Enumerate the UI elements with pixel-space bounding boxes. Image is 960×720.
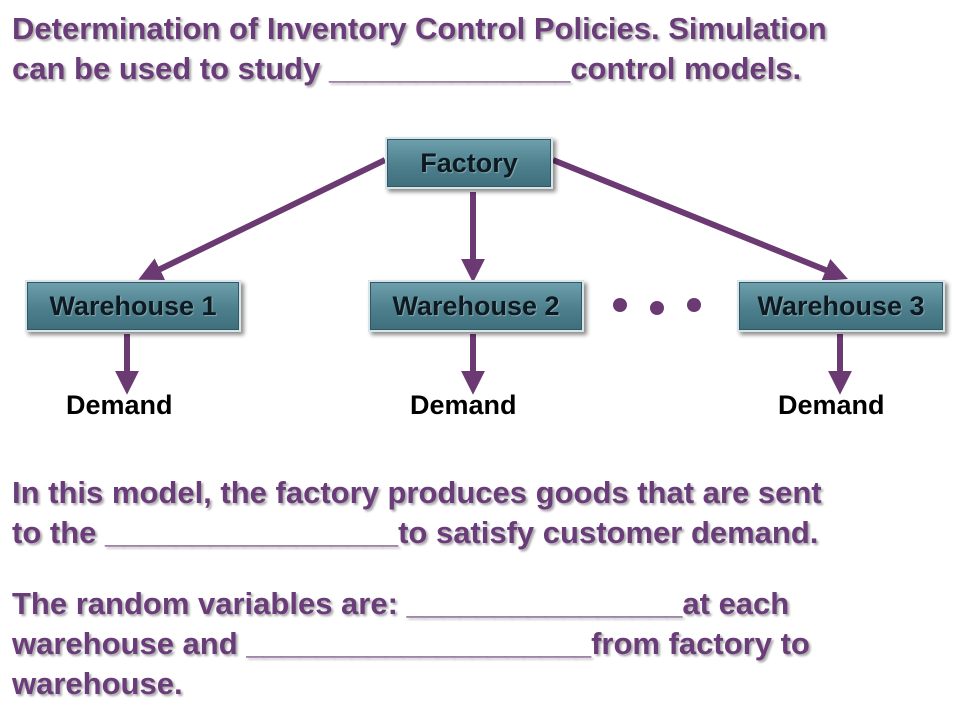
slide-title: Determination of Inventory Control Polic… [12,9,827,89]
title-line-1: Determination of Inventory Control Polic… [12,11,827,46]
random-variables-description: The random variables are: ______________… [12,584,810,704]
demand-label-2: Demand [410,390,517,420]
model-description-line-2: to the _________________to satisfy custo… [12,515,819,550]
demand-label-3: Demand [778,390,885,420]
factory-node: Factory [385,137,553,189]
warehouse-3-node: Warehouse 3 [737,280,945,332]
random-variables-line-2: warehouse and ____________________from f… [12,626,810,661]
warehouse-2-node: Warehouse 2 [368,280,584,332]
model-description: In this model, the factory produces good… [12,473,822,553]
model-description-line-1: In this model, the factory produces good… [12,475,822,510]
ellipsis-dot-3 [687,298,701,312]
warehouse-1-node: Warehouse 1 [25,280,241,332]
random-variables-line-1: The random variables are: ______________… [12,586,790,621]
arrow-factory-to-warehouse-3 [551,157,849,282]
arrow-factory-to-warehouse-1 [138,157,387,281]
ellipsis-dot-2 [650,301,664,315]
ellipsis-dot-1 [613,298,627,312]
random-variables-line-3: warehouse. [12,666,183,701]
title-line-2: can be used to study ______________contr… [12,51,802,86]
demand-label-1: Demand [66,390,173,420]
